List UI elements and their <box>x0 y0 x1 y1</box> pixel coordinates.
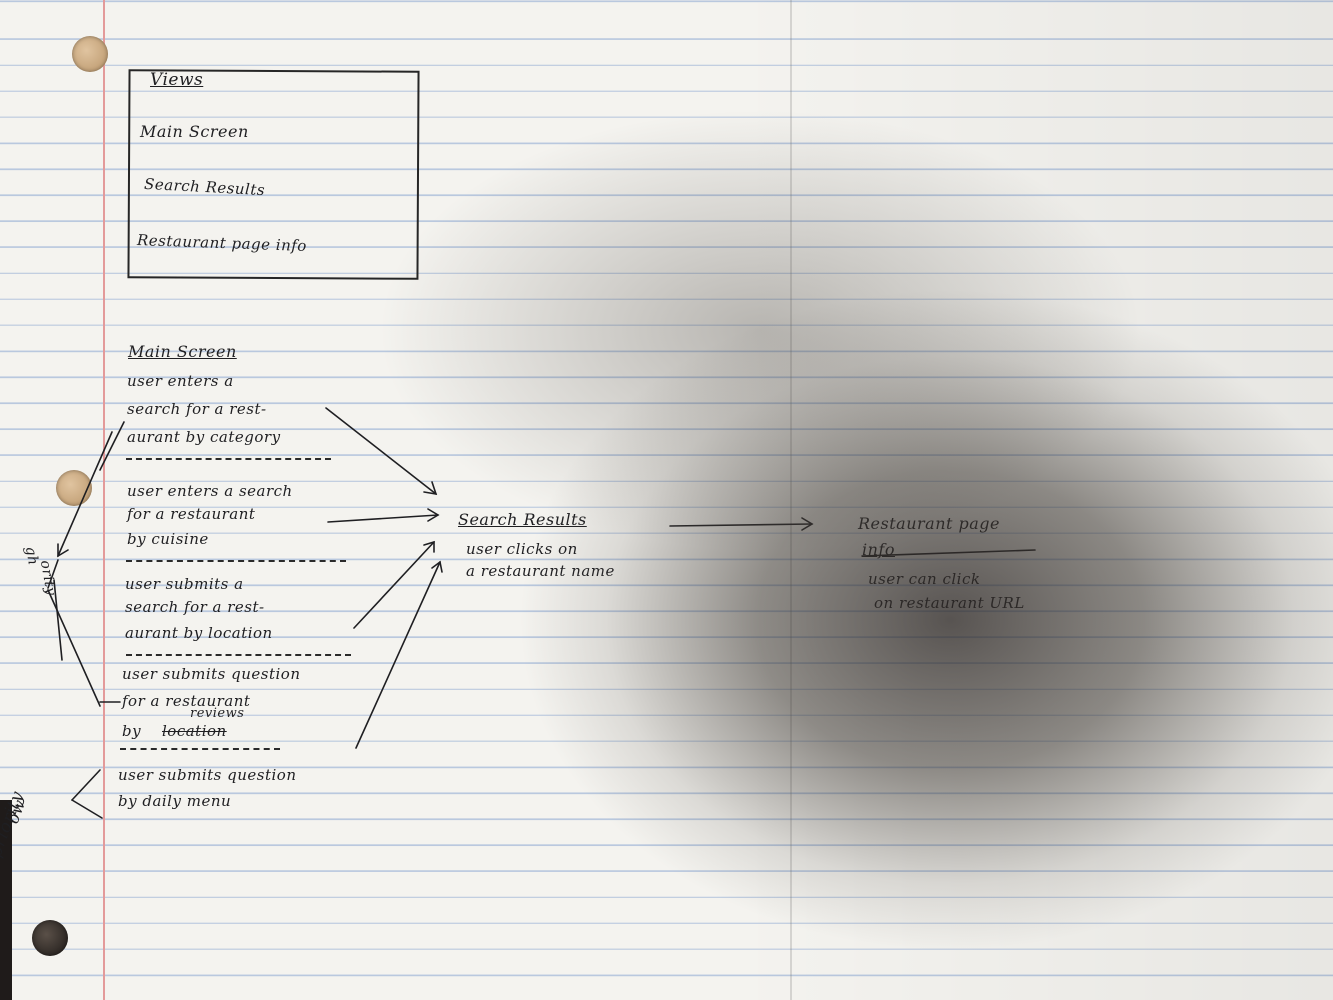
frame-line-upper-left <box>99 421 125 471</box>
high-priority-bracket-top <box>57 431 113 557</box>
arrow-reviews-menu <box>355 561 441 749</box>
high-priority-bracket-bottom <box>47 589 101 707</box>
arrow-cuisine <box>327 514 439 523</box>
arrow-to-restaurant-page <box>669 523 813 527</box>
low-priority-pointer <box>71 769 101 801</box>
arrow-category <box>325 407 437 495</box>
arrow-location <box>353 541 435 629</box>
restaurant-title-underline <box>861 549 1036 557</box>
